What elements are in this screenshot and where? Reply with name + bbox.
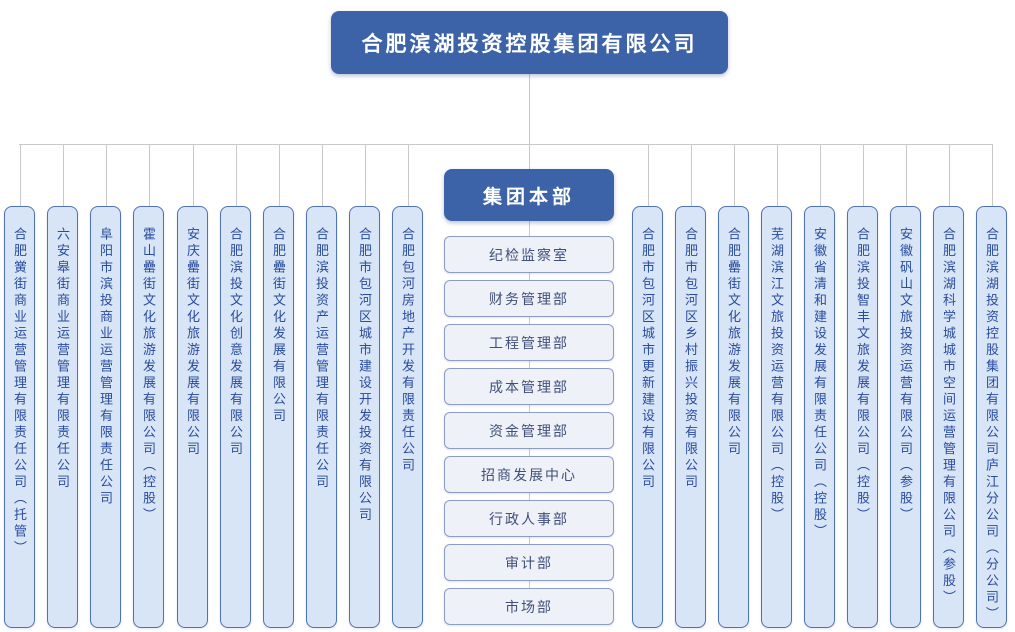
connector-bus-to-subsidiary bbox=[20, 144, 21, 208]
connector-bus-to-subsidiary bbox=[992, 144, 993, 208]
connector-root-to-bus bbox=[529, 74, 530, 169]
root-node-label: 合肥滨湖投资控股集团有限公司 bbox=[361, 32, 698, 56]
subsidiary-label: 合肥市包河区城市更新建设有限公司 bbox=[640, 227, 655, 491]
department-label: 审计部 bbox=[505, 554, 553, 571]
subsidiary-label: 合肥罍街文化旅游发展有限公司 bbox=[726, 227, 741, 458]
subsidiary-label: 合肥市包河区乡村振兴投资有限公司 bbox=[683, 227, 698, 491]
subsidiary-label: 芜湖滨江文旅投资运营有限公司（控股） bbox=[769, 227, 784, 524]
department-label: 市场部 bbox=[505, 598, 553, 615]
subsidiary-label: 合肥滨湖投资控股集团有限公司庐江分公司（分公司） bbox=[984, 227, 999, 623]
connector-bus bbox=[19, 144, 992, 145]
department-label: 招商发展中心 bbox=[481, 466, 577, 483]
subsidiary-label: 阜阳市滨投商业运营管理有限责任公司 bbox=[98, 227, 113, 508]
subsidiary-label: 六安皋街商业运营管理有限责任公司 bbox=[55, 227, 70, 491]
root-node: 合肥滨湖投资控股集团有限公司 bbox=[331, 11, 728, 74]
subsidiary-node: 合肥滨湖科学城城市空间运营管理有限公司（参股） bbox=[933, 206, 964, 628]
department-node: 工程管理部 bbox=[444, 324, 614, 361]
department-node: 纪检监察室 bbox=[444, 236, 614, 273]
connector-bus-to-subsidiary bbox=[279, 144, 280, 208]
subsidiary-node: 合肥滨投资产运营管理有限责任公司 bbox=[306, 206, 337, 628]
subsidiary-label: 合肥滨投智丰文旅发展有限公司（控股） bbox=[855, 227, 870, 524]
connector-bus-to-subsidiary bbox=[648, 144, 649, 208]
connector-bus-to-subsidiary bbox=[365, 144, 366, 208]
department-node: 成本管理部 bbox=[444, 368, 614, 405]
subsidiary-label: 合肥包河房地产开发有限责任公司 bbox=[400, 227, 415, 475]
subsidiary-label: 合肥滨湖科学城城市空间运营管理有限公司（参股） bbox=[941, 227, 956, 607]
department-node: 行政人事部 bbox=[444, 500, 614, 537]
connector-bus-to-subsidiary bbox=[193, 144, 194, 208]
subsidiary-node: 合肥滨投文化创意发展有限公司 bbox=[220, 206, 251, 628]
department-label: 成本管理部 bbox=[489, 378, 569, 395]
department-node: 市场部 bbox=[444, 588, 614, 625]
connector-bus-to-subsidiary bbox=[949, 144, 950, 208]
subsidiary-node: 合肥滨投智丰文旅发展有限公司（控股） bbox=[847, 206, 878, 628]
subsidiary-node: 合肥包河房地产开发有限责任公司 bbox=[392, 206, 423, 628]
subsidiary-node: 合肥市包河区城市建设开发投资有限公司 bbox=[349, 206, 380, 628]
subsidiary-label: 合肥市包河区城市建设开发投资有限公司 bbox=[357, 227, 372, 524]
subsidiary-label: 安徽省清和建设发展有限责任公司（控股） bbox=[812, 227, 827, 541]
subsidiary-node: 芜湖滨江文旅投资运营有限公司（控股） bbox=[761, 206, 792, 628]
subsidiary-label: 安庆罍街文化旅游发展有限公司 bbox=[185, 227, 200, 458]
subsidiary-node: 合肥罍街文化旅游发展有限公司 bbox=[718, 206, 749, 628]
subsidiary-node: 六安皋街商业运营管理有限责任公司 bbox=[47, 206, 78, 628]
subsidiary-node: 合肥罍街文化发展有限公司 bbox=[263, 206, 294, 628]
subsidiary-node: 合肥市包河区城市更新建设有限公司 bbox=[632, 206, 663, 628]
headquarters-node: 集团本部 bbox=[444, 169, 614, 221]
department-label: 纪检监察室 bbox=[489, 246, 569, 263]
subsidiary-node: 安徽省清和建设发展有限责任公司（控股） bbox=[804, 206, 835, 628]
headquarters-label: 集团本部 bbox=[482, 186, 575, 208]
connector-bus-to-subsidiary bbox=[820, 144, 821, 208]
subsidiary-node: 合肥黉街商业运营管理有限责任公司（托管） bbox=[4, 206, 35, 628]
subsidiary-node: 阜阳市滨投商业运营管理有限责任公司 bbox=[90, 206, 121, 628]
connector-bus-to-subsidiary bbox=[777, 144, 778, 208]
connector-bus-to-subsidiary bbox=[149, 144, 150, 208]
department-node: 资金管理部 bbox=[444, 412, 614, 449]
subsidiary-label: 安徽矾山文旅投资运营有限公司（参股） bbox=[898, 227, 913, 524]
department-node: 审计部 bbox=[444, 544, 614, 581]
connector-bus-to-subsidiary bbox=[863, 144, 864, 208]
connector-bus-to-subsidiary bbox=[63, 144, 64, 208]
connector-bus-to-subsidiary bbox=[734, 144, 735, 208]
connector-bus-to-subsidiary bbox=[236, 144, 237, 208]
department-label: 财务管理部 bbox=[489, 290, 569, 307]
subsidiary-label: 合肥滨投文化创意发展有限公司 bbox=[228, 227, 243, 458]
subsidiary-node: 合肥市包河区乡村振兴投资有限公司 bbox=[675, 206, 706, 628]
subsidiary-label: 合肥罍街文化发展有限公司 bbox=[271, 227, 286, 425]
subsidiary-label: 合肥黉街商业运营管理有限责任公司（托管） bbox=[12, 227, 27, 557]
connector-bus-to-subsidiary bbox=[691, 144, 692, 208]
subsidiary-node: 霍山罍街文化旅游发展有限公司（控股） bbox=[133, 206, 164, 628]
subsidiary-node: 安徽矾山文旅投资运营有限公司（参股） bbox=[890, 206, 921, 628]
subsidiary-label: 合肥滨投资产运营管理有限责任公司 bbox=[314, 227, 329, 491]
connector-bus-to-subsidiary bbox=[408, 144, 409, 208]
subsidiary-label: 霍山罍街文化旅游发展有限公司（控股） bbox=[141, 227, 156, 524]
department-label: 工程管理部 bbox=[489, 334, 569, 351]
connector-bus-to-subsidiary bbox=[322, 144, 323, 208]
connector-bus-to-subsidiary bbox=[106, 144, 107, 208]
subsidiary-node: 合肥滨湖投资控股集团有限公司庐江分公司（分公司） bbox=[976, 206, 1007, 628]
connector-hq-to-departments bbox=[529, 221, 530, 591]
department-node: 招商发展中心 bbox=[444, 456, 614, 493]
department-node: 财务管理部 bbox=[444, 280, 614, 317]
subsidiary-node: 安庆罍街文化旅游发展有限公司 bbox=[177, 206, 208, 628]
department-label: 行政人事部 bbox=[489, 510, 569, 527]
connector-bus-to-subsidiary bbox=[906, 144, 907, 208]
department-label: 资金管理部 bbox=[489, 422, 569, 439]
